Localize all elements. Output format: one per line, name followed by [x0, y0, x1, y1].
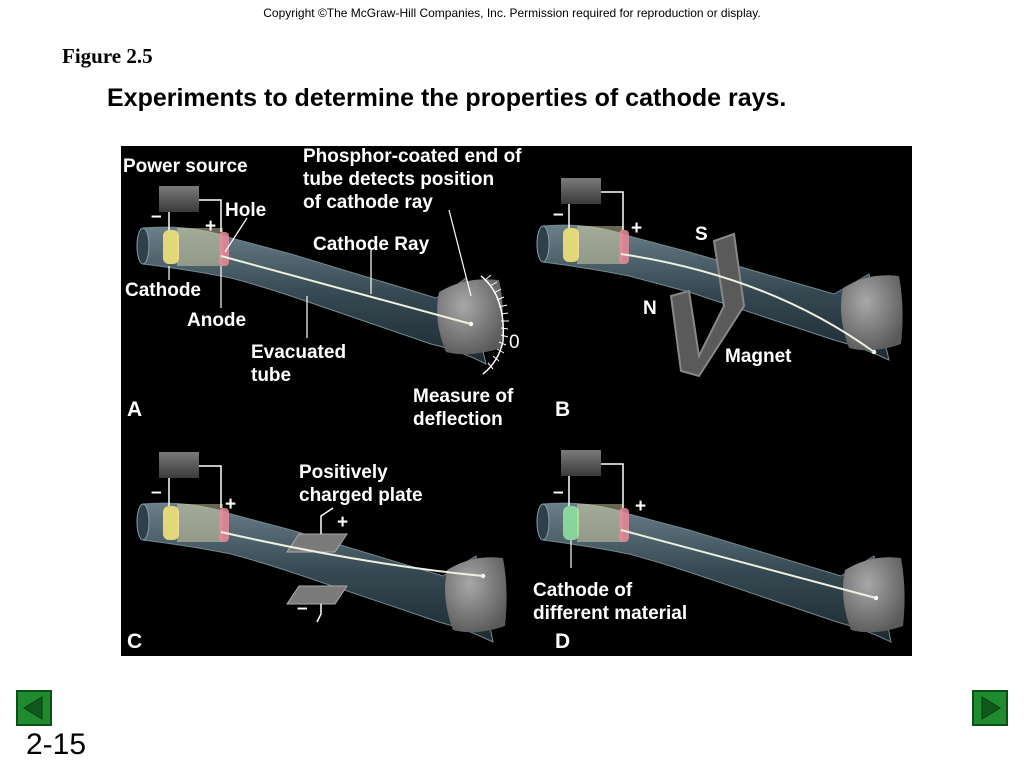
screen-c [445, 557, 507, 633]
charged-plate-label-line-2: charged plate [299, 485, 423, 506]
minus-label-d: – [553, 482, 564, 503]
hole-label: Hole [225, 200, 266, 221]
tube-end-c [136, 503, 150, 541]
wire-pos-d [601, 463, 624, 508]
plus-label-a: + [205, 216, 216, 237]
south-pole-label: S [695, 224, 708, 245]
negative-plate [286, 585, 348, 605]
power-source-box-d [561, 450, 601, 476]
anode-label: Anode [187, 310, 246, 331]
panel-letter-a: A [127, 398, 142, 421]
tube-end-b [536, 225, 550, 263]
cathode-d [563, 506, 579, 540]
power-source-label: Power source [123, 156, 248, 177]
slide-title: Experiments to determine the properties … [107, 84, 787, 112]
figure-label: Figure 2.5 [62, 44, 153, 68]
anode-c [177, 504, 223, 542]
tube-end-d [536, 503, 550, 541]
plate-minus-label: – [297, 598, 308, 619]
anode-a [177, 228, 223, 266]
tube-c [142, 502, 494, 643]
evacuated-tube-label-line-2: tube [251, 365, 291, 386]
leader-lines-a [168, 209, 472, 338]
panel-a: Power source – + Hole Phosphor-coated en… [123, 146, 522, 430]
anode-ring-b [619, 230, 629, 264]
plate-wire-neg [316, 604, 322, 623]
measure-deflection-label-line-2: deflection [413, 409, 503, 430]
anode-ring-d [619, 508, 629, 542]
power-source-box-a [159, 186, 199, 212]
panel-b: – + S N Magnet B [536, 178, 903, 421]
wire-pos-c [199, 465, 222, 508]
evacuated-tube-label-line-1: Evacuated [251, 342, 346, 363]
cathode-ray-beam-d [620, 529, 877, 599]
plus-label-c: + [225, 494, 236, 515]
cathode-ray-diagram: Power source – + Hole Phosphor-coated en… [123, 146, 905, 653]
minus-label-a: – [151, 206, 162, 227]
copyright-notice: Copyright ©The McGraw-Hill Companies, In… [263, 6, 761, 20]
deflected-beam-c [220, 531, 484, 577]
cathode-b [563, 228, 579, 262]
cathode-ray-figure: Power source – + Hole Phosphor-coated en… [121, 146, 912, 656]
screen-d [843, 557, 905, 633]
next-slide-button[interactable] [972, 690, 1008, 726]
deflection-scale-ticks [484, 274, 509, 370]
magnet-label: Magnet [725, 346, 792, 367]
magnet [669, 232, 746, 378]
panel-letter-c: C [127, 630, 142, 653]
minus-label-b: – [553, 204, 564, 225]
cathode-c [163, 506, 179, 540]
different-cathode-label-line-2: different material [533, 603, 687, 624]
phosphor-label-line-1: Phosphor-coated end of [303, 146, 522, 167]
slide-number: 2-15 [26, 728, 87, 761]
cathode-label: Cathode [125, 280, 201, 301]
wire-pos-b [601, 191, 624, 230]
plate-plus-label: + [337, 512, 348, 533]
measure-deflection-label-line-1: Measure of [413, 386, 514, 407]
cathode-ray-beam-a [220, 255, 472, 325]
panel-letter-b: B [555, 398, 570, 421]
panel-letter-d: D [555, 630, 570, 653]
plus-label-d: + [635, 496, 646, 517]
panel-c: – + Positively charged plate + – C [127, 452, 507, 653]
anode-d [577, 504, 623, 542]
tube-end-a [136, 227, 150, 265]
plate-wire-pos [320, 507, 334, 534]
different-cathode-label-line-1: Cathode of [533, 580, 633, 601]
cathode-ray-label: Cathode Ray [313, 234, 430, 255]
scale-zero-label: 0 [509, 332, 520, 353]
minus-label-c: – [151, 482, 162, 503]
power-source-box-b [561, 178, 601, 204]
screen-a [437, 279, 504, 355]
previous-slide-button[interactable] [16, 690, 52, 726]
charged-plate-label-line-1: Positively [299, 462, 388, 483]
cathode-a [163, 230, 179, 264]
screen-b [841, 275, 903, 351]
phosphor-label-line-3: of cathode ray [303, 192, 433, 213]
triangle-right-icon [981, 696, 1001, 720]
wire-pos-a [199, 199, 222, 232]
deflected-beam-b [620, 253, 875, 353]
north-pole-label: N [643, 298, 657, 319]
plus-label-b: + [631, 218, 642, 239]
phosphor-label-line-2: tube detects position [303, 169, 494, 190]
panel-d: – + Cathode of different material D [533, 450, 905, 653]
power-source-box-c [159, 452, 199, 478]
deflection-scale [480, 275, 505, 375]
triangle-left-icon [23, 696, 43, 720]
anode-b [577, 226, 623, 264]
